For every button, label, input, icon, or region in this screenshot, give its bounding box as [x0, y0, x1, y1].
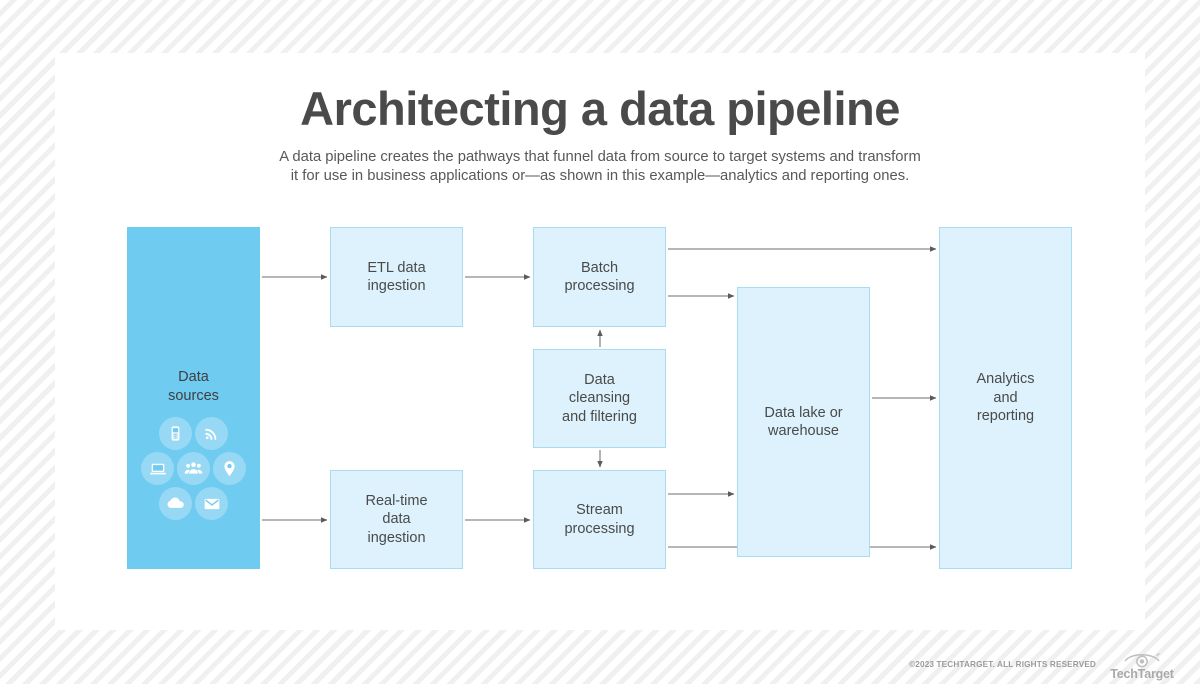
node-analytics-reporting[interactable]: Analytics and reporting [939, 227, 1072, 569]
icon-row-middle [141, 452, 246, 485]
node-data-sources-label: Data sources [168, 369, 219, 404]
page-subtitle: A data pipeline creates the pathways tha… [150, 148, 1050, 186]
node-batch-processing[interactable]: Batch processing [533, 227, 666, 327]
rss-signal-icon [195, 417, 228, 450]
page-footer: ©2023 TECHTARGET. ALL RIGHTS RESERVED Te… [0, 648, 1200, 684]
node-stream-processing[interactable]: Stream processing [533, 470, 666, 569]
location-pin-icon [213, 452, 246, 485]
diagram-card: Architecting a data pipeline A data pipe… [55, 53, 1145, 630]
subtitle-line-2: it for use in business applications or—a… [290, 168, 910, 184]
users-group-icon [177, 452, 210, 485]
icon-row-bottom [159, 487, 228, 520]
node-data-lake-warehouse[interactable]: Data lake or warehouse [737, 287, 870, 557]
flowchart-canvas: Data sources [55, 53, 1145, 630]
techtarget-wordmark: TechTarget [1110, 667, 1174, 681]
email-envelope-icon [195, 487, 228, 520]
mobile-phone-icon [159, 417, 192, 450]
data-source-icon-cluster [127, 417, 260, 520]
node-data-cleansing-filtering[interactable]: Data cleansing and filtering [533, 349, 666, 448]
techtarget-logo: TechTarget [1102, 650, 1182, 682]
laptop-icon [141, 452, 174, 485]
node-realtime-data-ingestion[interactable]: Real-time data ingestion [330, 470, 463, 569]
icon-row-top [159, 417, 228, 450]
node-data-sources[interactable]: Data sources [127, 227, 260, 569]
subtitle-line-1: A data pipeline creates the pathways tha… [279, 149, 921, 165]
cloud-icon [159, 487, 192, 520]
techtarget-eye-icon [1124, 652, 1160, 668]
node-etl-data-ingestion[interactable]: ETL data ingestion [330, 227, 463, 327]
page-title: Architecting a data pipeline [300, 82, 900, 135]
copyright-text: ©2023 TECHTARGET. ALL RIGHTS RESERVED [909, 660, 1096, 669]
